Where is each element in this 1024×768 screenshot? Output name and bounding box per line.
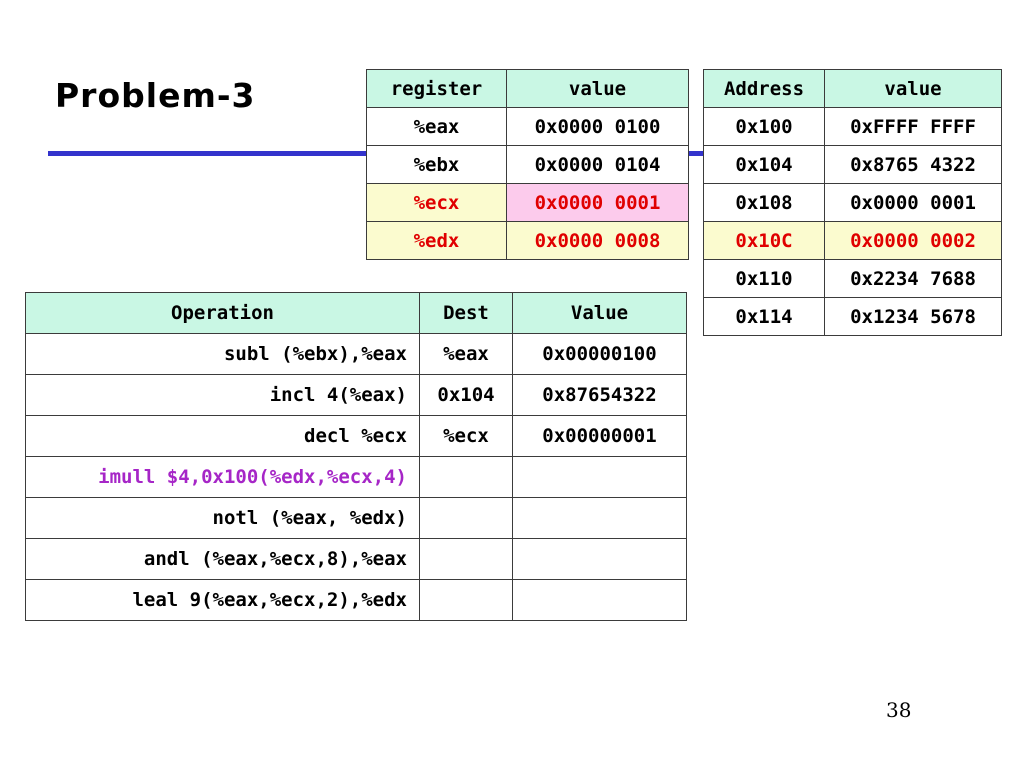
operations-table-row: imull $4,0x100(%edx,%ecx,4): [25, 456, 687, 498]
register-table-header-register: register: [366, 69, 507, 108]
operation-dest-cell: [419, 579, 513, 621]
register-table-header-row: register value: [366, 69, 689, 108]
operation-value-cell: 0x00000001: [512, 415, 687, 457]
operations-table-header-operation: Operation: [25, 292, 420, 334]
operation-value-cell: 0x87654322: [512, 374, 687, 416]
operations-table: Operation Dest Value subl (%ebx),%eax%ea…: [25, 292, 687, 621]
operation-cell: subl (%ebx),%eax: [25, 333, 420, 375]
register-value-cell: 0x0000 0008: [506, 221, 689, 260]
register-name-cell: %ebx: [366, 145, 507, 184]
register-table-header-value: value: [506, 69, 689, 108]
operation-cell: andl (%eax,%ecx,8),%eax: [25, 538, 420, 580]
operation-cell: leal 9(%eax,%ecx,2),%edx: [25, 579, 420, 621]
memory-table-header-value: value: [824, 69, 1002, 108]
memory-value-cell: 0x0000 0002: [824, 221, 1002, 260]
operations-table-row: notl (%eax, %edx): [25, 497, 687, 539]
register-name-cell: %edx: [366, 221, 507, 260]
operations-table-header-dest: Dest: [419, 292, 513, 334]
register-name-cell: %eax: [366, 107, 507, 146]
operation-value-cell: 0x00000100: [512, 333, 687, 375]
memory-value-cell: 0x1234 5678: [824, 297, 1002, 336]
operation-dest-cell: 0x104: [419, 374, 513, 416]
memory-table-header-address: Address: [703, 69, 825, 108]
memory-address-cell: 0x10C: [703, 221, 825, 260]
operation-cell: notl (%eax, %edx): [25, 497, 420, 539]
operation-value-cell: [512, 456, 687, 498]
operation-dest-cell: %eax: [419, 333, 513, 375]
operation-cell: imull $4,0x100(%edx,%ecx,4): [25, 456, 420, 498]
operations-table-row: leal 9(%eax,%ecx,2),%edx: [25, 579, 687, 621]
operation-dest-cell: %ecx: [419, 415, 513, 457]
memory-address-cell: 0x110: [703, 259, 825, 298]
operation-value-cell: [512, 497, 687, 539]
operation-value-cell: [512, 579, 687, 621]
operations-table-header-value: Value: [512, 292, 687, 334]
register-name-cell: %ecx: [366, 183, 507, 222]
memory-table-header-row: Address value: [703, 69, 1002, 108]
operations-table-row: andl (%eax,%ecx,8),%eax: [25, 538, 687, 580]
operations-table-header-row: Operation Dest Value: [25, 292, 687, 334]
register-value-cell: 0x0000 0100: [506, 107, 689, 146]
operation-dest-cell: [419, 538, 513, 580]
memory-address-cell: 0x114: [703, 297, 825, 336]
operation-cell: decl %ecx: [25, 415, 420, 457]
memory-address-cell: 0x100: [703, 107, 825, 146]
register-value-cell: 0x0000 0001: [506, 183, 689, 222]
memory-address-cell: 0x108: [703, 183, 825, 222]
operation-value-cell: [512, 538, 687, 580]
operation-dest-cell: [419, 456, 513, 498]
memory-address-cell: 0x104: [703, 145, 825, 184]
page-number: 38: [886, 698, 912, 722]
register-value-cell: 0x0000 0104: [506, 145, 689, 184]
operation-dest-cell: [419, 497, 513, 539]
memory-value-cell: 0x8765 4322: [824, 145, 1002, 184]
memory-value-cell: 0x2234 7688: [824, 259, 1002, 298]
slide-title: Problem-3: [55, 76, 256, 115]
memory-value-cell: 0xFFFF FFFF: [824, 107, 1002, 146]
memory-value-cell: 0x0000 0001: [824, 183, 1002, 222]
operation-cell: incl 4(%eax): [25, 374, 420, 416]
